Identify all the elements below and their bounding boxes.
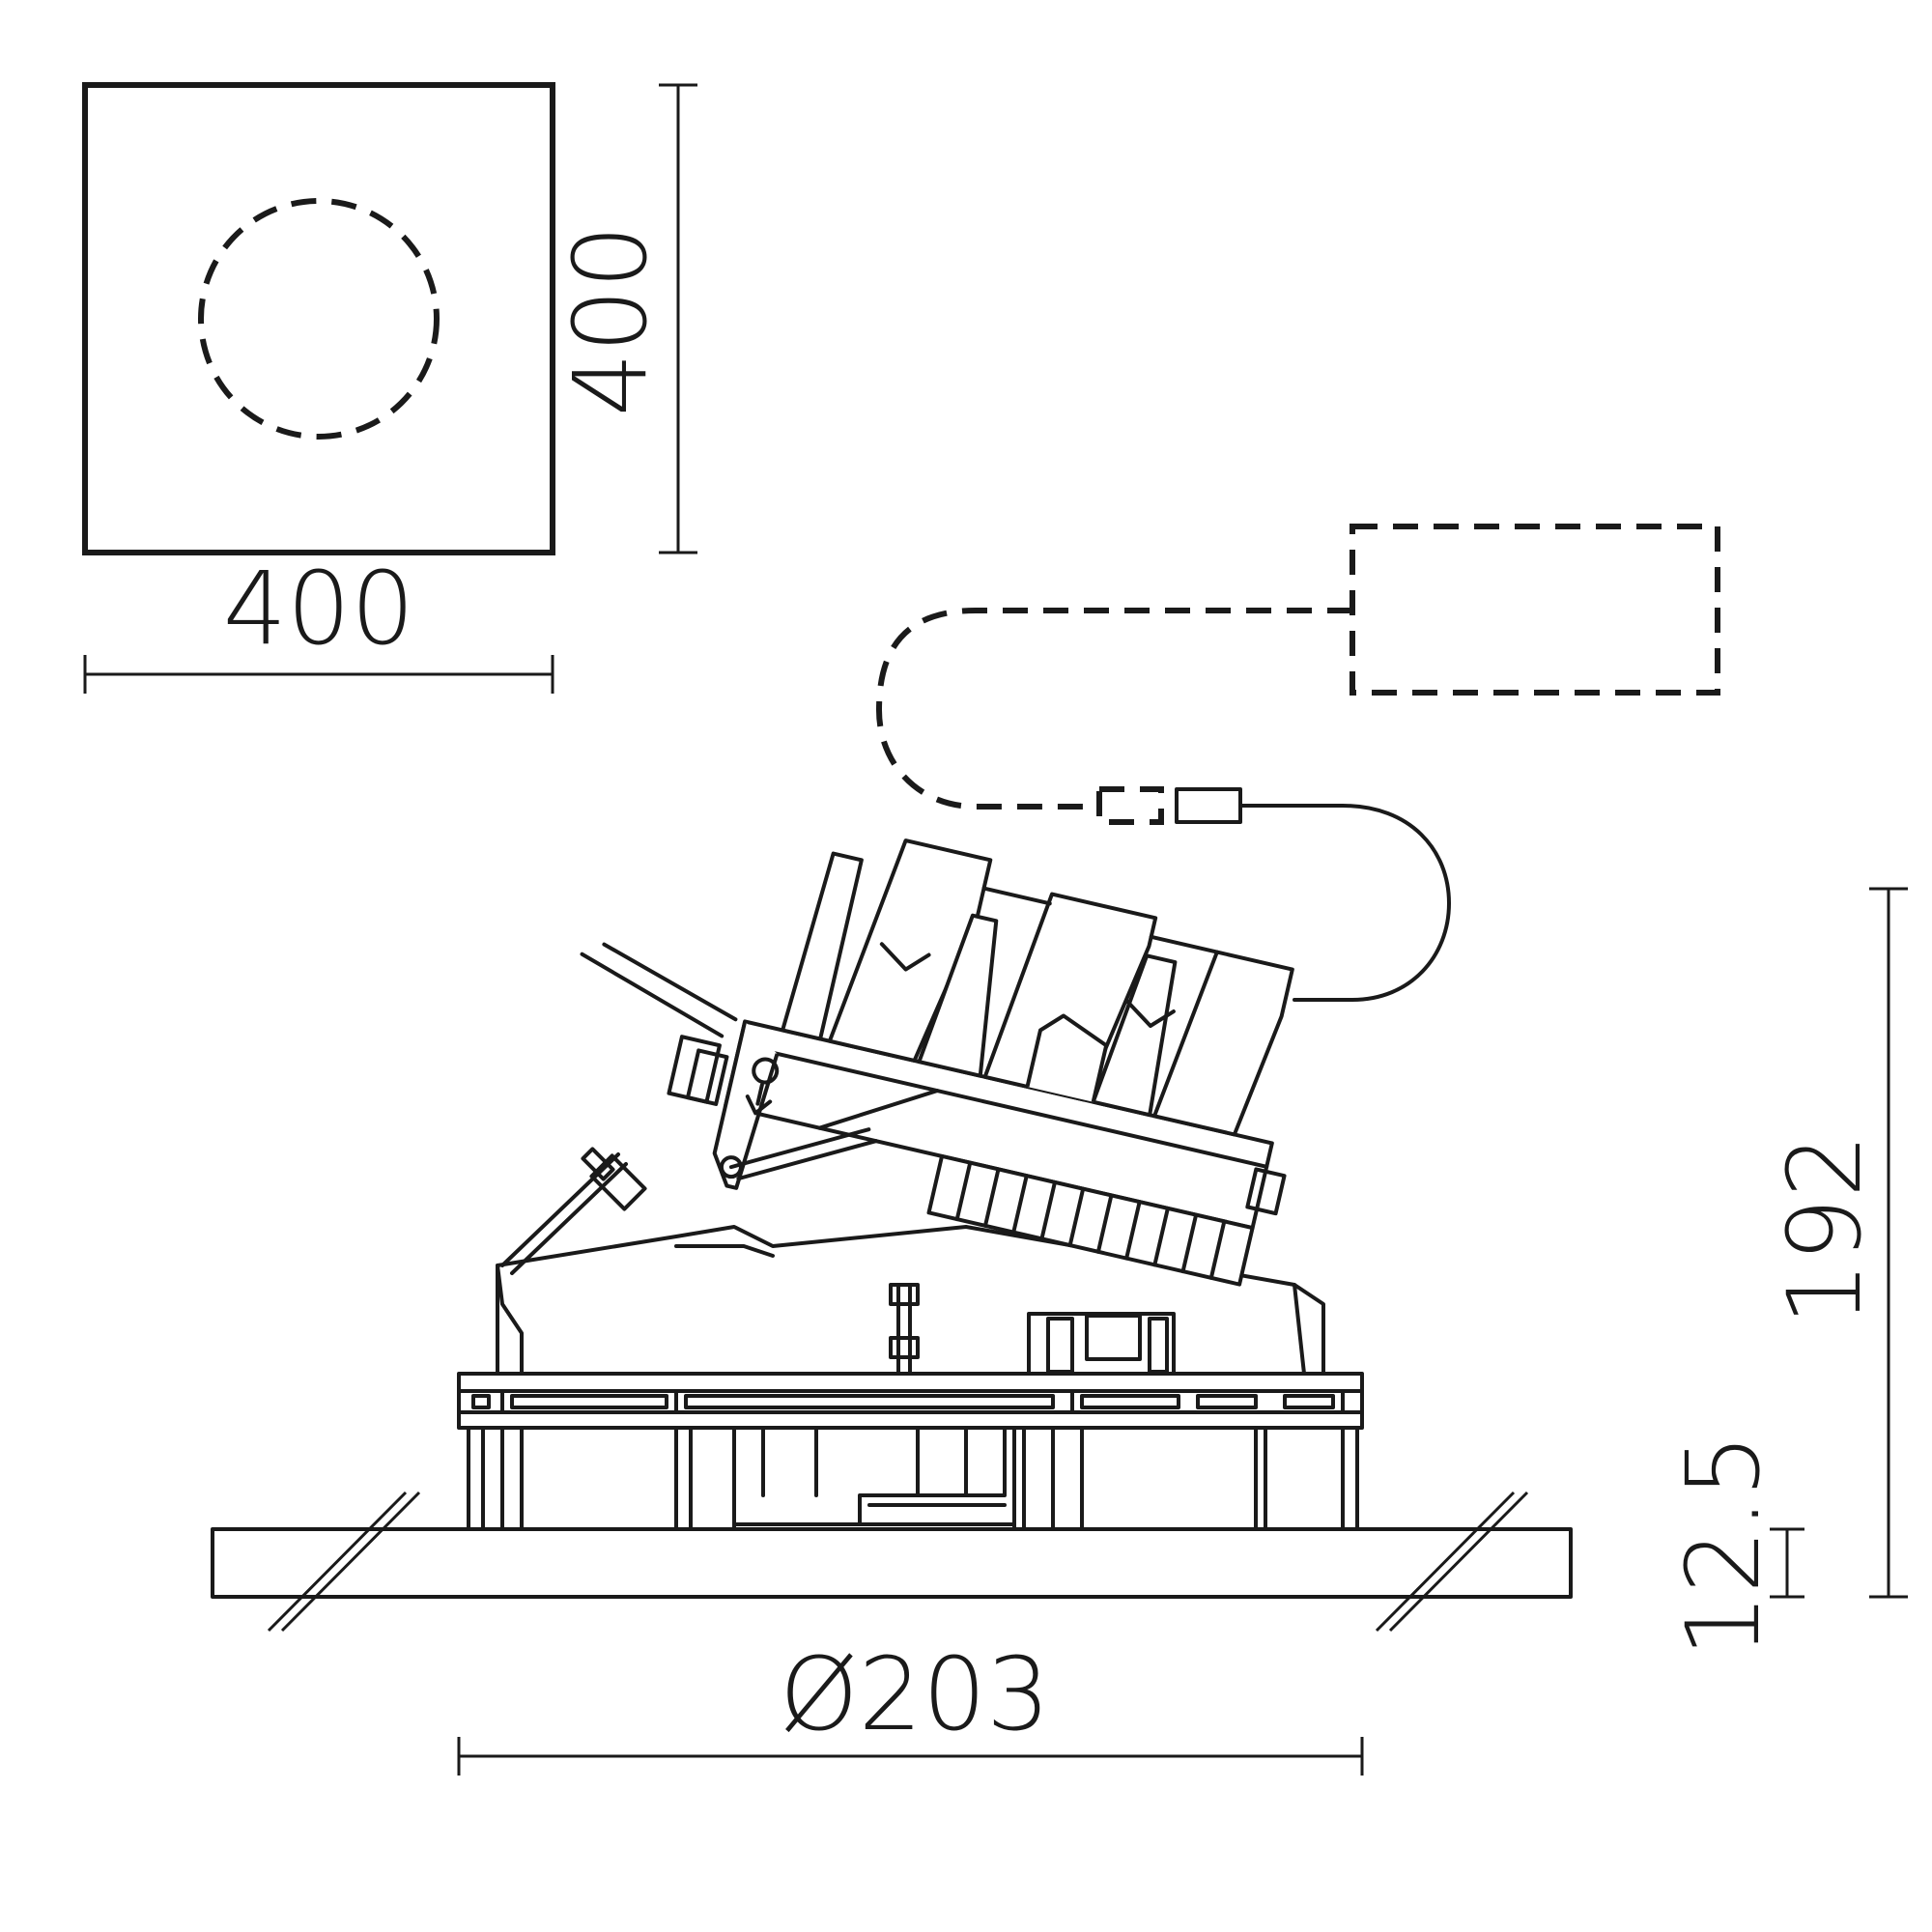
side-view xyxy=(211,838,1573,1633)
reflector-blades xyxy=(781,838,1294,1137)
dimension-text-trim: 12.5 xyxy=(1664,1434,1782,1658)
connector-dashed xyxy=(1096,786,1164,825)
dimension-height: 192 xyxy=(1766,887,1908,1599)
cable-dashed xyxy=(875,608,1352,810)
cable xyxy=(1238,804,1451,1002)
dimension-cutout-height: 400 xyxy=(552,83,697,554)
dimension-diameter: Ø203 xyxy=(457,1635,1364,1776)
dimension-text-width: 400 xyxy=(223,550,415,668)
dimension-text-height-192: 192 xyxy=(1766,1134,1884,1326)
dimension-text-height: 400 xyxy=(552,225,669,417)
bracket-arm xyxy=(580,942,940,1190)
housing-body xyxy=(467,1426,1359,1531)
driver-assembly xyxy=(875,524,1720,1002)
dimension-text-diameter: Ø203 xyxy=(780,1635,1050,1753)
cutout-square xyxy=(82,82,555,555)
ceiling-plate xyxy=(211,1527,1573,1599)
tilt-base xyxy=(496,1147,1325,1376)
dimension-trim: 12.5 xyxy=(1664,1434,1804,1658)
led-module xyxy=(580,838,1294,1287)
driver-box-dashed xyxy=(1350,524,1720,696)
top-view xyxy=(82,82,555,555)
flange-rail xyxy=(457,1372,1364,1430)
fixture-circle-dashed xyxy=(198,198,440,440)
connector xyxy=(1175,787,1242,824)
heatsink-fins xyxy=(926,1153,1255,1287)
break-marks xyxy=(267,1491,1529,1633)
dimension-cutout-width: 400 xyxy=(83,550,554,694)
